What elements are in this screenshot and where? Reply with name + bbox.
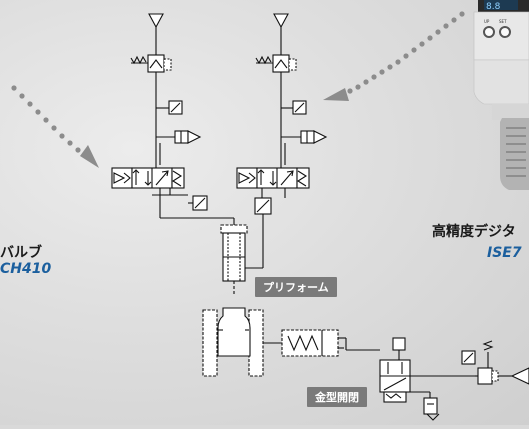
- sensor-model-label: ISE7: [487, 245, 522, 261]
- right-branch: [236, 13, 328, 269]
- valve-model-label: CH410: [0, 261, 52, 277]
- sensor-name-label: 高精度デジタ: [432, 224, 516, 240]
- mold-valve: [379, 337, 475, 421]
- preform-cylinder: [220, 224, 248, 296]
- right-valve-actuator: [236, 167, 258, 189]
- pressure-sensor-photo: 8.8 UP SET: [473, 0, 529, 190]
- sensor-set-button: [499, 26, 511, 38]
- left-supply-triangle: [148, 13, 164, 29]
- mold-assembly: [202, 307, 282, 377]
- mold-exhaust: [423, 397, 438, 415]
- supply-regulator: [461, 340, 529, 385]
- mold-cylinder: [281, 329, 380, 357]
- preform-tag: プリフォーム: [255, 277, 337, 297]
- dotted-arrow-left: [11, 85, 99, 168]
- right-supply-triangle: [273, 13, 289, 29]
- right-regulator: [272, 54, 290, 73]
- valve-name-label: バルブ: [0, 245, 42, 261]
- supply-source-triangle: [510, 367, 529, 385]
- sensor-set-label: SET: [499, 19, 507, 24]
- left-regulator: [147, 54, 165, 73]
- sensor-up-button: [483, 26, 495, 38]
- right-silencer: [313, 130, 328, 144]
- sensor-display-digits: 8.8: [486, 2, 501, 12]
- left-branch: [111, 13, 235, 225]
- left-valve-actuator: [111, 167, 133, 189]
- sensor-up-label: UP: [484, 19, 490, 24]
- mold-tag: 金型開閉: [307, 387, 367, 407]
- left-silencer: [187, 130, 202, 144]
- supply-regulator-body: [477, 367, 493, 385]
- mold-valve-solenoid: [392, 337, 406, 351]
- dotted-arrow-right: [323, 11, 465, 101]
